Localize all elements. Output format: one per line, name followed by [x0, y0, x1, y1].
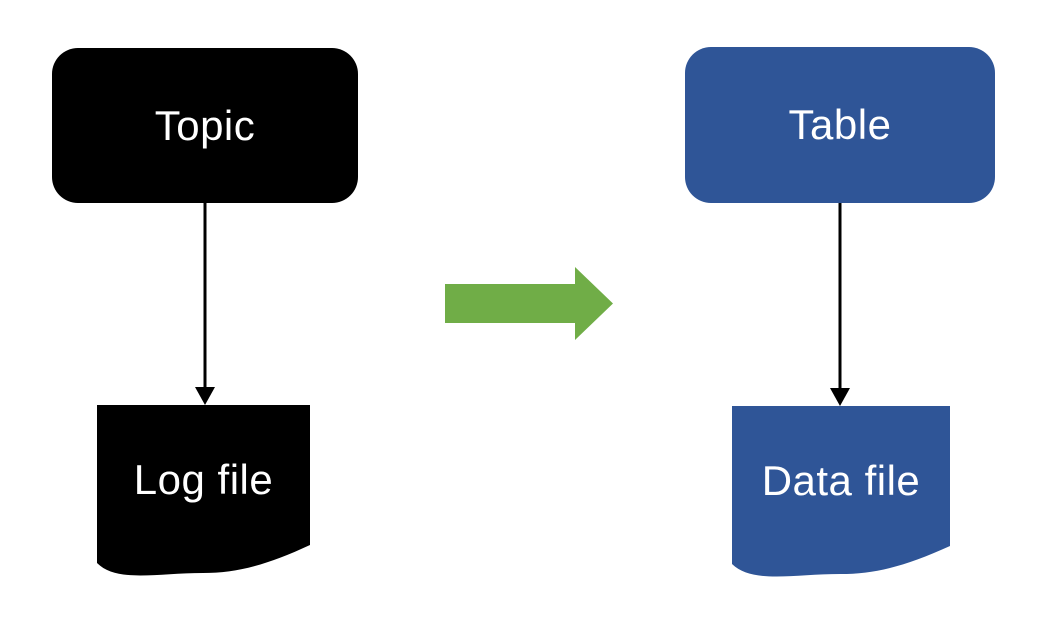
data-file-label: Data file	[761, 457, 921, 504]
arrowhead-down-icon	[195, 387, 215, 405]
log-file-label: Log file	[133, 456, 274, 503]
log-file-shape: Log file	[97, 405, 310, 583]
connector-table-to-datafile-arrow	[830, 203, 850, 406]
table-label: Table	[788, 101, 892, 148]
table-box: Table	[685, 47, 995, 203]
data-file-shape: Data file	[732, 406, 950, 584]
topic-label: Topic	[154, 101, 256, 149]
arrowhead-down-icon	[830, 388, 850, 406]
document-shape-icon	[97, 405, 310, 576]
topic-box: Topic	[52, 48, 358, 203]
document-shape-icon	[732, 406, 950, 577]
connector-topic-to-logfile-arrow	[195, 203, 215, 405]
transform-right-arrow-icon	[445, 267, 613, 340]
